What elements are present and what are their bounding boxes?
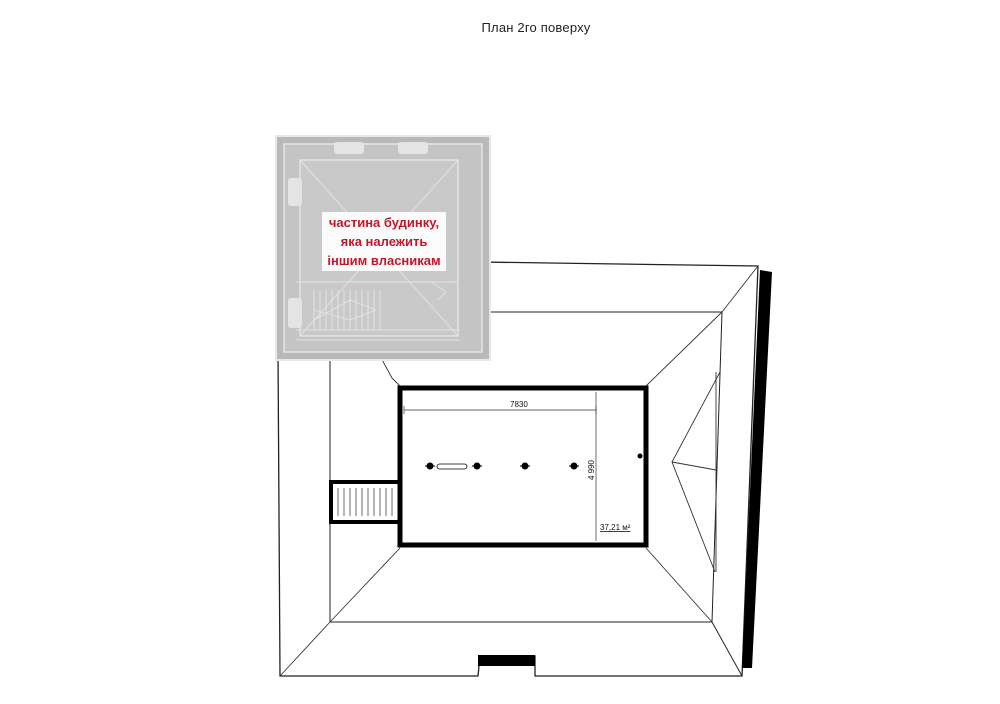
neighbor-ownership-note: частина будинку, яка належить іншим влас… xyxy=(322,212,446,271)
bottom-wall-segment xyxy=(478,655,535,666)
roof-hip-lines xyxy=(279,265,759,677)
room-width-label: 7830 xyxy=(510,400,528,409)
roof-dormer xyxy=(671,371,721,573)
room-depth-label: 4 990 xyxy=(587,459,596,480)
right-wall xyxy=(742,270,772,668)
dimension-lines xyxy=(403,392,597,541)
light-fixtures xyxy=(425,453,643,470)
room-area-label: 37,21 м² xyxy=(600,523,631,532)
page-title: План 2го поверху xyxy=(481,20,591,35)
